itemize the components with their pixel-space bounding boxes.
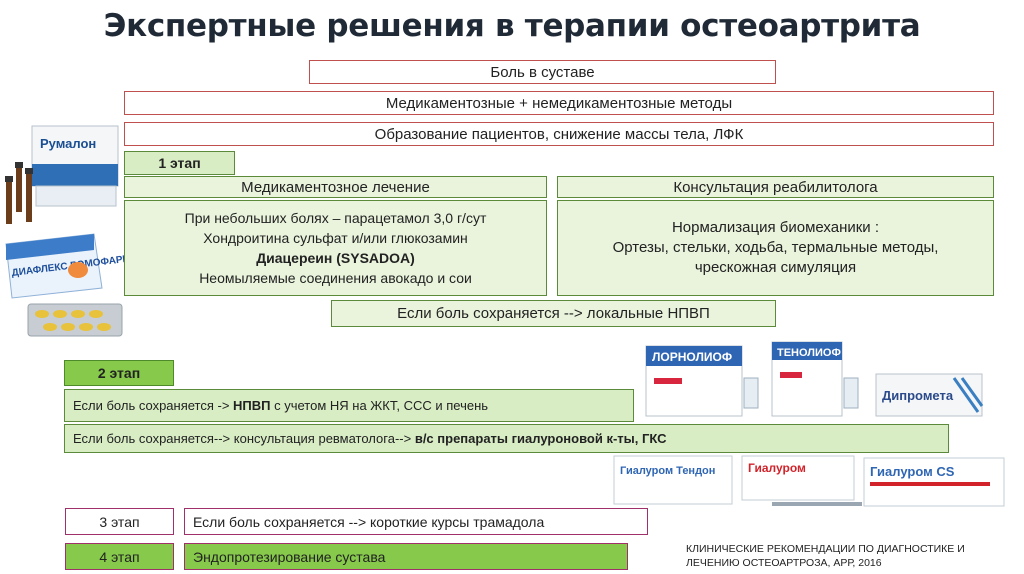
rehab-line-2: Ортезы, стельки, ходьба, термальные мето… (613, 238, 939, 258)
gialurom-cs-label: Гиалуром CS (870, 464, 955, 479)
drug-line-1: При небольших болях – парацетамол 3,0 г/… (185, 208, 487, 228)
gialurom-packages-image: Гиалуром Тендон Гиалуром Гиалуром CS (612, 452, 1008, 514)
rehab-list: Нормализация биомеханики : Ортезы, стель… (557, 200, 994, 296)
education-text: Образование пациентов, снижение массы те… (375, 126, 744, 143)
stage2-row2-bold: в/с препараты гиалуроновой к-ты, ГКС (415, 431, 667, 446)
diprometa-package-image: Дипромета (874, 372, 986, 420)
drug-header: Медикаментозное лечение (124, 176, 547, 198)
drug-line-2: Хондроитина сульфат и/или глюкозамин (203, 228, 468, 248)
methods-text: Медикаментозные + немедикаментозные мето… (386, 95, 732, 112)
methods-box: Медикаментозные + немедикаментозные мето… (124, 91, 994, 115)
drug-list: При небольших болях – парацетамол 3,0 г/… (124, 200, 547, 296)
drug-line-3: Диацереин (SYSADOA) (256, 248, 415, 268)
rehab-header-text: Консультация реабилитолога (673, 179, 877, 196)
rumalon-package-image: Румалон (4, 122, 124, 230)
stage2-row1-text: Если боль сохраняется -> (73, 398, 233, 413)
stage4-text: Эндопротезирование сустава (193, 549, 385, 565)
pain-text: Боль в суставе (490, 64, 594, 81)
stage3-label: 3 этап (65, 508, 174, 535)
reference-line-2: ЛЕЧЕНИЮ ОСТЕОАРТРОЗА, АРР, 2016 (686, 556, 965, 570)
rehab-header: Консультация реабилитолога (557, 176, 994, 198)
diprometa-label: Дипромета (882, 388, 954, 403)
reference-line-1: КЛИНИЧЕСКИЕ РЕКОМЕНДАЦИИ ПО ДИАГНОСТИКЕ … (686, 542, 965, 556)
stage1-label: 1 этап (124, 151, 235, 175)
stage4-label-text: 4 этап (99, 549, 139, 565)
lornolioph-tenolioph-image: ЛОРНОЛИОФ ТЕНОЛИОФ (640, 338, 872, 422)
stage3-label-text: 3 этап (99, 514, 139, 530)
stage2-row1-rest: с учетом НЯ на ЖКТ, ССС и печень (271, 398, 489, 413)
stage2-label-text: 2 этап (98, 365, 140, 381)
stage3-text: Если боль сохраняется --> короткие курсы… (193, 514, 544, 530)
stage2-row1-bold: НПВП (233, 398, 270, 413)
stage3-text-box: Если боль сохраняется --> короткие курсы… (184, 508, 648, 535)
stage2-label: 2 этап (64, 360, 174, 386)
stage1-persist-text: Если боль сохраняется --> локальные НПВП (397, 305, 710, 322)
stage2-row2-text: Если боль сохраняется--> консультация ре… (73, 431, 415, 446)
education-box: Образование пациентов, снижение массы те… (124, 122, 994, 146)
drug-line-4: Неомыляемые соединения авокадо и сои (199, 268, 472, 288)
drug-header-text: Медикаментозное лечение (241, 179, 430, 196)
lornolioph-label: ЛОРНОЛИОФ (652, 350, 732, 364)
rehab-line-1: Нормализация биомеханики : (672, 218, 879, 238)
rehab-line-3: чрескожная симуляция (695, 258, 856, 278)
pain-box: Боль в суставе (309, 60, 776, 84)
reference-note: КЛИНИЧЕСКИЕ РЕКОМЕНДАЦИИ ПО ДИАГНОСТИКЕ … (686, 542, 965, 570)
rumalon-label: Румалон (40, 136, 96, 151)
stage1-label-text: 1 этап (158, 155, 200, 171)
stage4-text-box: Эндопротезирование сустава (184, 543, 628, 570)
slide-title: Экспертные решения в терапии остеоартрит… (0, 8, 1024, 44)
tenolioph-label: ТЕНОЛИОФ (777, 347, 841, 359)
diafleks-package-image: ДИАФЛЕКС РОМОФАРМ (2, 232, 124, 340)
stage1-persist-box: Если боль сохраняется --> локальные НПВП (331, 300, 776, 327)
stage4-label: 4 этап (65, 543, 174, 570)
stage2-row1: Если боль сохраняется -> НПВП с учетом Н… (64, 389, 634, 422)
stage2-row2: Если боль сохраняется--> консультация ре… (64, 424, 949, 453)
gialurom-tendon-label: Гиалуром Тендон (620, 465, 715, 477)
gialurom-label: Гиалуром (748, 461, 806, 475)
